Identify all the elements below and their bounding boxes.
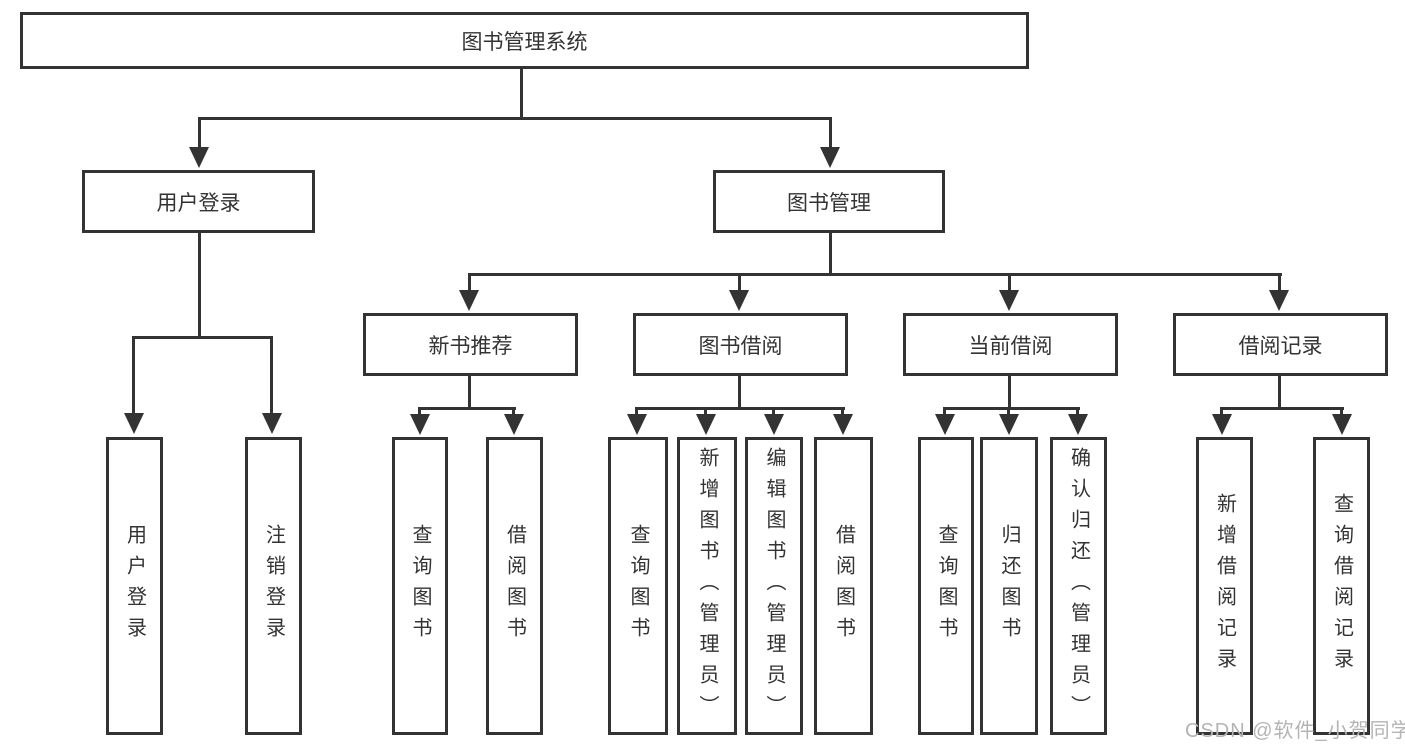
connector-line: [943, 407, 946, 418]
leaf-borrow-query-book: 查询图书: [608, 437, 668, 735]
leaf-logout: 注销登录: [245, 437, 302, 735]
arrow-down-icon: [1068, 414, 1088, 435]
connector-line: [418, 407, 516, 410]
connector-line: [943, 407, 1080, 410]
connector-line: [1008, 376, 1011, 407]
node-new-book-recommend: 新书推荐: [363, 313, 578, 376]
leaf-confirm-return-admin: 确认归还（管理员）: [1050, 437, 1107, 735]
leaf-return-book: 归还图书: [980, 437, 1038, 735]
connector-line: [1008, 273, 1011, 293]
arrow-down-icon: [833, 414, 853, 435]
arrow-down-icon: [1269, 290, 1289, 311]
node-current-borrow: 当前借阅: [903, 313, 1118, 376]
connector-line: [270, 336, 273, 413]
csdn-watermark: CSDN @软件_小贺同学: [1185, 720, 1405, 742]
connector-line: [738, 376, 741, 407]
arrow-down-icon: [1332, 414, 1352, 435]
leaf-current-query-book: 查询图书: [918, 437, 974, 735]
connector-line: [520, 69, 523, 117]
leaf-recommend-query-book: 查询图书: [392, 437, 448, 735]
node-book-borrow: 图书借阅: [633, 313, 848, 376]
arrow-down-icon: [1212, 414, 1232, 435]
connector-line: [512, 407, 515, 418]
connector-line: [132, 336, 135, 413]
connector-line: [738, 273, 741, 293]
connector-line: [1007, 407, 1010, 418]
connector-line: [418, 407, 421, 418]
connector-line: [635, 407, 638, 418]
arrow-down-icon: [459, 290, 479, 311]
arrow-down-icon: [729, 290, 749, 311]
leaf-add-book-admin: 新增图书（管理员）: [677, 437, 737, 735]
leaf-user-login: 用户登录: [106, 437, 163, 735]
node-root: 图书管理系统: [20, 12, 1029, 69]
leaf-recommend-borrow-book: 借阅图书: [486, 437, 543, 735]
node-borrow-records: 借阅记录: [1173, 313, 1388, 376]
node-book-management: 图书管理: [713, 170, 945, 233]
arrow-down-icon: [124, 413, 144, 434]
connector-line: [829, 117, 832, 150]
leaf-add-borrow-record: 新增借阅记录: [1196, 437, 1253, 735]
connector-line: [841, 407, 844, 418]
connector-line: [1278, 376, 1281, 407]
leaf-borrow-book: 借阅图书: [814, 437, 873, 735]
connector-line: [1340, 407, 1343, 418]
connector-line: [198, 117, 832, 120]
connector-line: [468, 376, 471, 407]
connector-line: [198, 117, 201, 150]
connector-line: [829, 233, 832, 273]
connector-line: [1278, 273, 1281, 293]
connector-line: [468, 273, 1282, 276]
leaf-edit-book-admin: 编辑图书（管理员）: [745, 437, 803, 735]
connector-line: [198, 233, 201, 336]
arrow-down-icon: [999, 414, 1019, 435]
node-user-login: 用户登录: [82, 170, 315, 233]
arrow-down-icon: [189, 147, 209, 168]
arrow-down-icon: [820, 147, 840, 168]
connector-line: [468, 273, 471, 293]
connector-line: [772, 407, 775, 418]
connector-line: [1220, 407, 1223, 418]
connector-line: [1076, 407, 1079, 418]
arrow-down-icon: [504, 414, 524, 435]
connector-line: [635, 407, 845, 410]
arrow-down-icon: [410, 414, 430, 435]
arrow-down-icon: [764, 414, 784, 435]
connector-line: [704, 407, 707, 418]
arrow-down-icon: [999, 290, 1019, 311]
arrow-down-icon: [696, 414, 716, 435]
arrow-down-icon: [262, 413, 282, 434]
arrow-down-icon: [627, 414, 647, 435]
arrow-down-icon: [935, 414, 955, 435]
connector-line: [1220, 407, 1344, 410]
connector-line: [132, 336, 273, 339]
leaf-query-borrow-record: 查询借阅记录: [1313, 437, 1370, 735]
